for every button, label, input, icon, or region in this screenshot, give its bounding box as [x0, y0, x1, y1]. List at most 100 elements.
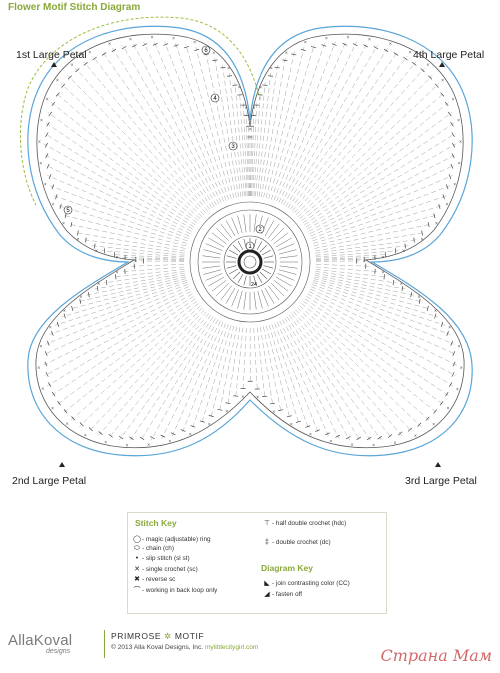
stitch-ray — [227, 327, 241, 407]
chain-icon: ⬭ — [134, 545, 140, 552]
single-crochet-mark: × — [79, 294, 82, 299]
stitch-crossbar — [451, 132, 455, 138]
stitch-crossbar — [115, 274, 117, 280]
stitch-ray — [121, 266, 185, 272]
stitch-crossbar — [61, 83, 66, 88]
website-link[interactable]: myli­ttlecitygirl.com — [204, 644, 259, 651]
stitch-ray — [43, 288, 190, 355]
stitch-ray — [60, 83, 203, 217]
svg-text:4: 4 — [213, 96, 217, 102]
single-crochet-mark: × — [368, 36, 371, 41]
stitch-post — [253, 214, 257, 233]
round-marker-4: 4 — [210, 93, 220, 103]
stitch-post — [268, 223, 280, 239]
stitch-ray — [79, 307, 203, 427]
stitch-ray — [74, 232, 185, 252]
single-crochet-mark: × — [189, 431, 192, 436]
stitch-crossbar — [295, 420, 301, 423]
stitch-ray — [68, 223, 186, 249]
stitch-crossbar — [291, 53, 297, 56]
stitch-post — [273, 232, 289, 244]
stitch-post — [268, 285, 280, 301]
stitch-ray — [47, 112, 198, 223]
stitch-crossbar — [450, 122, 454, 127]
stitch-ray — [44, 293, 193, 377]
stitch-post — [202, 255, 221, 259]
stitch-ray — [57, 205, 187, 244]
stitch-crossbar — [383, 274, 385, 280]
stitch-key-heading: Stitch Key — [135, 518, 177, 528]
single-crochet-mark: × — [40, 117, 43, 122]
stitch-post — [208, 237, 225, 248]
single-crochet-mark: × — [460, 365, 463, 370]
magic-ring-icon: ◯ — [133, 536, 141, 543]
stitch-crossbar — [321, 44, 327, 47]
stitch-crossbar — [413, 237, 415, 243]
stitch-ray — [263, 326, 282, 414]
stitch-crossbar — [194, 49, 200, 51]
stitch-crossbar — [160, 434, 166, 438]
stitch-ray — [82, 239, 185, 254]
single-crochet-mark: × — [409, 50, 412, 55]
stitch-crossbar — [442, 194, 445, 200]
stitch-ray — [265, 47, 305, 199]
single-crochet-mark: × — [325, 35, 328, 40]
stitch-post — [256, 241, 263, 251]
stitch-ray — [261, 57, 286, 198]
single-crochet-mark: × — [115, 270, 118, 275]
stitch-ray — [161, 320, 221, 439]
stitch-crossbar — [44, 351, 48, 356]
stitch-ray — [175, 42, 229, 200]
join-cc-icon: ◣ — [264, 580, 270, 587]
stitch-ray — [153, 41, 224, 202]
single-crochet-mark: × — [414, 433, 417, 438]
stitch-ray — [243, 102, 248, 197]
stitch-ray — [246, 112, 249, 197]
stitch-ray — [67, 75, 205, 215]
single-crochet-mark: × — [51, 202, 54, 207]
key-hdc: ⊤- half double crochet (hdc) — [263, 520, 347, 527]
stitch-ray — [251, 112, 254, 197]
stitch-ray — [276, 322, 329, 437]
stitch-crossbar — [217, 408, 223, 411]
stitch-post — [271, 227, 285, 241]
single-crochet-mark: × — [56, 78, 59, 83]
stitch-crossbar — [70, 222, 73, 228]
stitch-crossbar — [449, 382, 453, 387]
single-crochet-mark: × — [372, 443, 375, 448]
single-crochet-mark: × — [244, 105, 247, 110]
stitch-crossbar — [417, 422, 422, 427]
stitch-ray — [47, 296, 194, 387]
stitch-crossbar — [129, 436, 134, 440]
single-crochet-mark: × — [38, 139, 41, 144]
stitch-crossbar — [305, 425, 311, 428]
stitch-ray — [313, 280, 439, 318]
single-crochet-mark: × — [37, 365, 40, 370]
stitch-ray — [271, 42, 325, 200]
single-crochet-mark: × — [435, 220, 438, 225]
svg-text:1: 1 — [248, 244, 252, 250]
stitch-crossbar — [212, 59, 218, 62]
round-ring-2 — [223, 235, 277, 289]
stitch-crossbar — [45, 132, 49, 138]
stitch-post — [264, 220, 275, 237]
stitch-ray — [302, 112, 453, 223]
arrow-petal-2 — [59, 462, 65, 467]
stitch-crossbar — [142, 43, 148, 47]
round-ring-4 — [189, 201, 311, 323]
stitch-post — [261, 249, 271, 256]
label-1st-large-petal: 1st Large Petal — [16, 49, 87, 61]
stitch-crossbar — [452, 361, 456, 367]
stitch-crossbar — [300, 49, 306, 51]
stitch-crossbar — [233, 395, 239, 397]
stitch-crossbar — [64, 213, 67, 219]
stitch-crossbar — [286, 415, 292, 418]
stitch-crossbar — [345, 436, 351, 440]
stitch-ray — [311, 286, 455, 345]
single-crochet-mark: × — [309, 432, 312, 437]
stitch-crossbar — [96, 285, 99, 291]
stitch-ray — [282, 319, 350, 441]
stitch-ray — [256, 327, 266, 400]
stitch-post — [277, 273, 295, 281]
stitch-post — [243, 214, 247, 233]
